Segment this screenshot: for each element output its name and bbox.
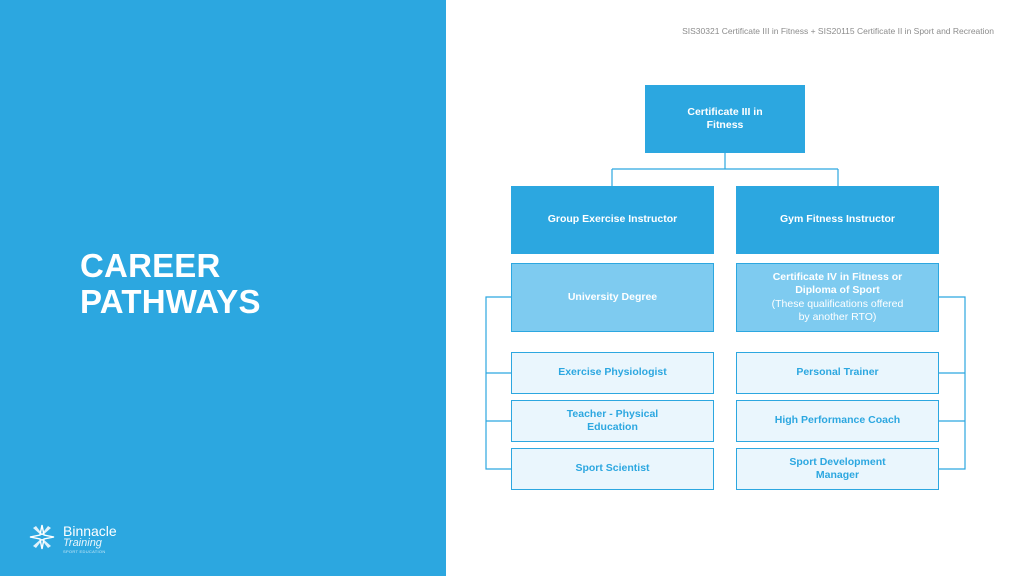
connector-right-bracket	[938, 296, 966, 470]
node-group-exercise-label: Group Exercise Instructor	[547, 213, 678, 226]
node-cert-iv-line-2: Diploma of Sport	[795, 284, 880, 296]
career-right-3-line-1: Sport Development	[789, 455, 886, 468]
node-university-label: University Degree	[567, 290, 658, 303]
node-high-performance-coach: High Performance Coach	[736, 400, 939, 442]
page-title: CAREER PATHWAYS	[80, 248, 261, 320]
node-sport-development-manager: Sport Development Manager	[736, 448, 939, 490]
career-left-3-line-1: Sport Scientist	[575, 462, 650, 475]
logo-subtitle: Training	[63, 537, 102, 549]
node-university-degree: University Degree	[511, 263, 714, 332]
logo-tagline: SPORT EDUCATION	[63, 549, 106, 554]
node-gym-fitness-label: Gym Fitness Instructor	[780, 213, 895, 226]
node-cert-iv-note-line-1: (These qualifications offered	[771, 297, 904, 310]
course-code-header: SIS30321 Certificate III in Fitness + SI…	[682, 26, 994, 36]
node-cert-iv-note-line-2: by another RTO)	[798, 311, 877, 323]
connector-left-bracket	[485, 296, 511, 470]
node-teacher-physical-education: Teacher - Physical Education	[511, 400, 714, 442]
node-group-exercise-instructor: Group Exercise Instructor	[511, 186, 714, 254]
connector-root-to-level2	[611, 153, 839, 186]
career-right-3-line-2: Manager	[815, 469, 860, 481]
node-personal-trainer: Personal Trainer	[736, 352, 939, 394]
page-title-line-1: CAREER	[80, 247, 221, 284]
node-certificate-iv-diploma: Certificate IV in Fitness or Diploma of …	[736, 263, 939, 332]
compass-star-icon	[29, 524, 55, 550]
career-right-1-line-1: Personal Trainer	[796, 366, 879, 379]
binnacle-logo: Binnacle Training SPORT EDUCATION	[28, 522, 138, 556]
career-left-1-line-1: Exercise Physiologist	[558, 366, 667, 379]
logo-name: Binnacle	[63, 523, 117, 539]
page-title-line-2: PATHWAYS	[80, 283, 261, 320]
node-gym-fitness-instructor: Gym Fitness Instructor	[736, 186, 939, 254]
career-left-2-line-2: Education	[587, 421, 638, 433]
career-right-2-line-1: High Performance Coach	[774, 414, 901, 427]
node-certificate-iii-line-2: Fitness	[706, 119, 744, 131]
node-certificate-iii-fitness: Certificate III in Fitness	[645, 85, 805, 153]
node-exercise-physiologist: Exercise Physiologist	[511, 352, 714, 394]
left-panel: CAREER PATHWAYS Binnacle Training SPORT …	[0, 0, 446, 576]
node-certificate-iii-line-1: Certificate III in	[687, 105, 763, 118]
node-sport-scientist: Sport Scientist	[511, 448, 714, 490]
node-cert-iv-line-1: Certificate IV in Fitness or	[772, 270, 903, 283]
career-left-2-line-1: Teacher - Physical	[566, 407, 659, 420]
